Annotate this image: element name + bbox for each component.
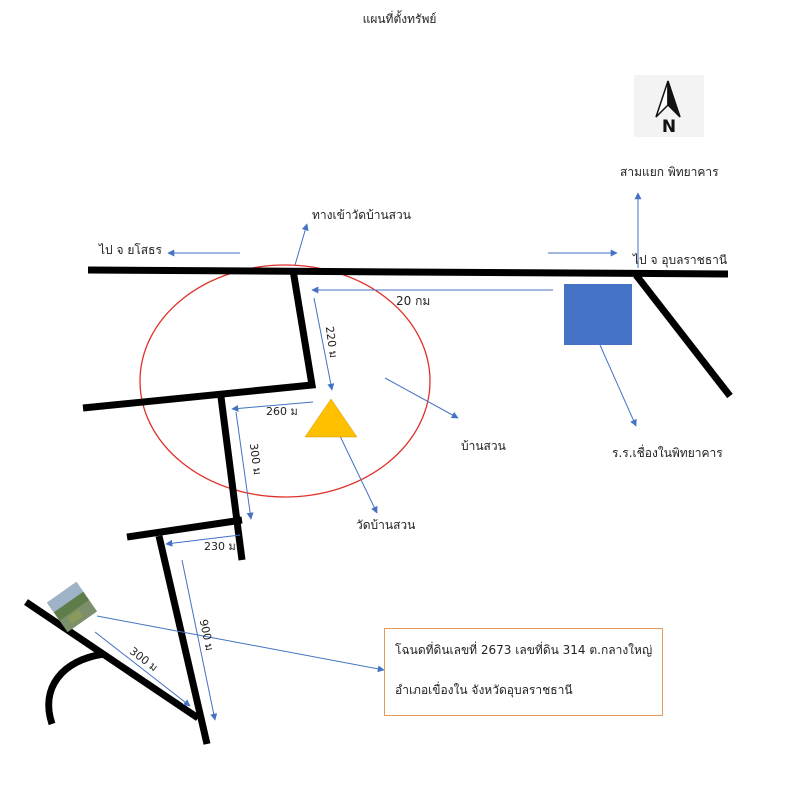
arrow-village <box>384 377 459 419</box>
to-yasothon-label: ไป จ ยโสธร <box>99 243 162 257</box>
branch-road-3 <box>155 535 211 745</box>
arrow-900m <box>181 559 218 721</box>
distance-20km-label: 20 กม <box>396 294 431 308</box>
branch-road-4 <box>24 599 200 721</box>
branch-road-1 <box>217 396 246 561</box>
distance-260m-label: 260 ม <box>266 405 298 418</box>
property-photo <box>46 581 98 633</box>
branch-road-2 <box>126 516 243 541</box>
temple-entrance-label: ทางเข้าวัดบ้านสวน <box>312 208 411 222</box>
arrow-300m-b <box>94 631 191 707</box>
temple-road <box>82 269 317 412</box>
arrow-temple <box>339 435 378 514</box>
arrow-temple-entrance <box>294 223 309 266</box>
junction-label: สามแยก พิทยาคาร <box>620 165 719 179</box>
deed-note-box: โฉนดที่ดินเลขที่ 2673 เลขที่ดิน 314 ต.กล… <box>384 628 663 716</box>
north-arrow-icon <box>655 80 681 118</box>
school-label: ร.ร.เชื่องในพิทยาคาร <box>612 446 723 460</box>
north-letter: N <box>661 117 677 137</box>
roads <box>24 266 733 745</box>
main-highway <box>87 266 729 278</box>
map-title: แผนที่ตั้งทรัพย์ <box>362 12 437 26</box>
distance-230m-label: 230 ม <box>204 540 236 553</box>
direction-arrows <box>94 192 642 721</box>
deed-note-line1: โฉนดที่ดินเลขที่ 2673 เลขที่ดิน 314 ต.กล… <box>395 643 653 657</box>
school-marker <box>564 284 632 345</box>
north-arrow: N <box>634 75 704 137</box>
arrow-220m <box>313 297 335 391</box>
village-label: บ้านสวน <box>461 439 506 453</box>
temple-label: วัดบ้านสวน <box>356 518 416 532</box>
curved-road <box>45 650 105 726</box>
area-circle <box>139 264 431 498</box>
arrow-school <box>599 344 637 427</box>
deed-note-line2: อำเภอเขื่องใน จังหวัดอุบลราชธานี <box>395 683 573 697</box>
arrow-230m <box>165 534 241 547</box>
arrow-300m-a <box>235 411 254 520</box>
temple-marker <box>304 398 358 438</box>
arrow-260m <box>231 401 314 412</box>
to-ubon-label: ไป จ อุบลราชธานี <box>633 253 728 267</box>
road-to-school <box>633 272 733 399</box>
arrow-note <box>96 615 385 673</box>
